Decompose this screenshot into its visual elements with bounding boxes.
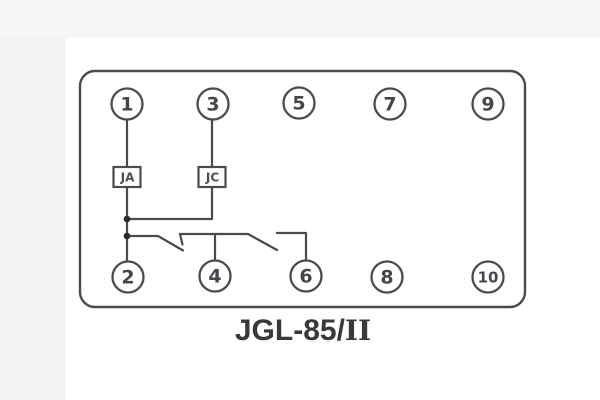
junction-dot-lower (123, 232, 131, 240)
model-caption-prefix: JGL-85/ (235, 314, 346, 347)
terminal-6-circle (289, 259, 323, 293)
model-caption-variant: II (345, 314, 371, 347)
terminal-5-number: 5 (292, 93, 305, 115)
terminal-7: 7 (373, 87, 407, 121)
terminal-2-number: 2 (121, 267, 134, 289)
terminal-2-circle (111, 260, 145, 294)
relay-case-outline (78, 69, 527, 309)
coil-ja-box (112, 165, 142, 189)
terminal-1-number: 1 (120, 94, 133, 116)
coil-ja-label: JA (120, 171, 135, 185)
terminal-10: 10 (471, 260, 505, 294)
terminal-3-circle (196, 87, 230, 121)
terminal-4-number: 4 (208, 266, 221, 288)
terminal-9-number: 9 (481, 94, 494, 116)
terminal-9-circle (471, 87, 505, 121)
junction-dot-upper (123, 215, 131, 223)
terminal-4-circle (198, 259, 232, 293)
contact-arm-right (246, 232, 279, 252)
terminal-6: 6 (289, 259, 323, 293)
terminal-2: 2 (111, 260, 145, 294)
contact-arm-common (125, 234, 185, 252)
model-caption: JGL-85/II (235, 314, 371, 347)
terminal-5-circle (282, 86, 316, 120)
terminal-10-circle (471, 260, 505, 294)
coil-ja: JA (112, 165, 142, 189)
terminal-8-number: 8 (380, 267, 393, 289)
terminal-8-circle (370, 260, 404, 294)
contact-fixed-tick (178, 232, 184, 246)
wire-hook-to-terminal6 (275, 231, 308, 262)
terminal-6-number: 6 (299, 266, 312, 288)
terminal-8: 8 (370, 260, 404, 294)
coil-jc-label: JC (205, 171, 219, 185)
terminal-1-circle (110, 87, 144, 121)
terminal-7-circle (373, 87, 407, 121)
terminal-7-number: 7 (383, 94, 396, 116)
scan-edge-top (0, 0, 600, 38)
coil-jc: JC (197, 165, 227, 189)
coil-jc-box (197, 165, 227, 189)
terminal-1: 1 (110, 87, 144, 121)
terminal-10-number: 10 (478, 269, 499, 287)
terminal-3: 3 (196, 87, 230, 121)
terminal-9: 9 (471, 87, 505, 121)
wire-junction1-to-coil-jc (125, 185, 214, 221)
terminal-3-number: 3 (206, 94, 219, 116)
terminal-4: 4 (198, 259, 232, 293)
terminal-5: 5 (282, 86, 316, 120)
scan-edge-left (0, 0, 66, 400)
